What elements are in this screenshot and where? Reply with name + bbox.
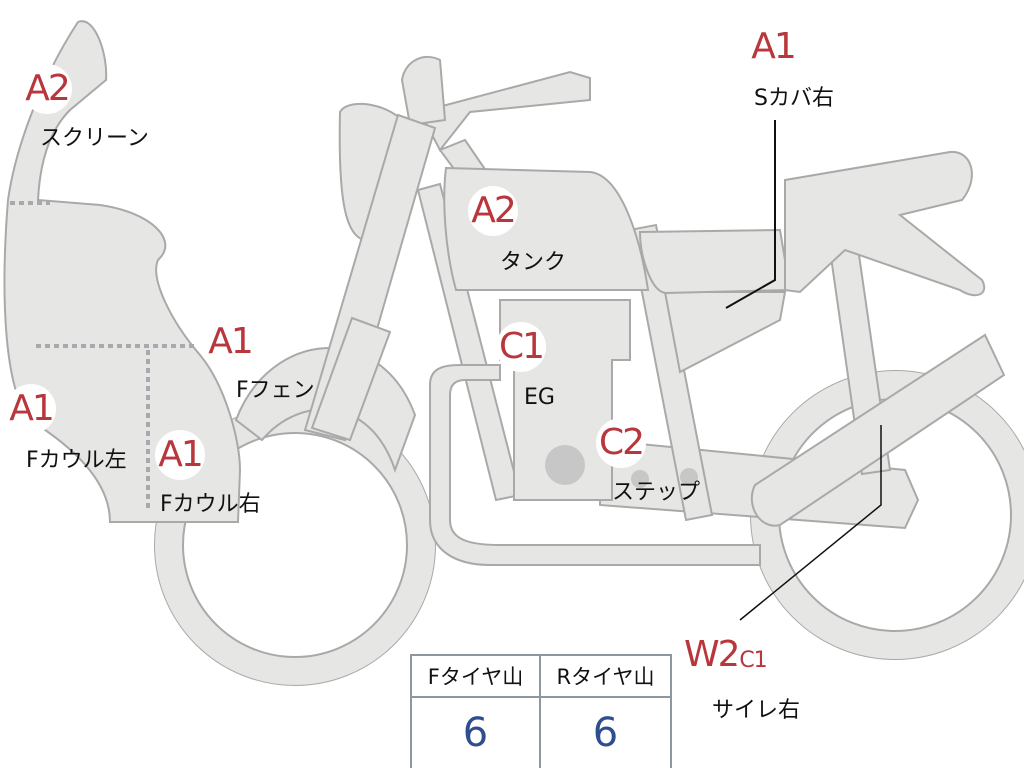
front-fender-label: Fフェン: [236, 378, 315, 403]
screen-label: スクリーン: [40, 126, 149, 151]
side-cover-right-grade: A1: [748, 22, 798, 72]
step-peg-left: [631, 470, 649, 488]
step-grade: C2: [596, 418, 646, 468]
exhaust-pipe: [429, 364, 761, 566]
side-cover: [663, 291, 787, 374]
frame-rear-rail: [628, 223, 714, 522]
fork-lower: [310, 316, 392, 442]
front-tyre-tread-value: 6: [412, 698, 541, 768]
seat-front: [638, 228, 792, 295]
front-cowl-right-grade: A1: [155, 430, 205, 480]
side-cover-right-label: Sカバ右: [754, 86, 834, 111]
front-tyre: [155, 405, 435, 685]
rear-tyre-tread-value: 6: [592, 710, 619, 756]
silencer-right-grade: W2: [684, 630, 741, 680]
engine-cover: [545, 445, 585, 485]
screen-grade: A2: [22, 64, 72, 114]
front-cowl: [3, 20, 242, 523]
handlebar: [418, 70, 591, 152]
tank-label: タンク: [500, 250, 567, 275]
front-fender-grade: A1: [205, 317, 255, 367]
leader-line-silencer: [739, 425, 882, 621]
tyre-tread-table: Fタイヤ山 Rタイヤ山 6 6: [410, 654, 672, 768]
rear-tyre-tread-header: Rタイヤ山: [541, 656, 670, 698]
front-tyre-inner: [182, 432, 408, 658]
front-cowl-right-label: Fカウル右: [160, 492, 261, 517]
front-tyre-tread-header: Fタイヤ山: [412, 656, 541, 698]
step-peg-right: [680, 468, 698, 486]
silencer: [750, 333, 1006, 527]
tank-grade: A2: [468, 186, 518, 236]
silencer-right-label: サイレ右: [712, 698, 801, 723]
seat-tail: [784, 150, 986, 297]
engine-grade: C1: [496, 322, 546, 372]
mirror: [400, 55, 447, 127]
silencer-right-grade-secondary: C1: [736, 644, 770, 678]
front-cowl-left-label: Fカウル左: [26, 448, 127, 473]
leader-line-scover: [725, 120, 776, 309]
engine-label: EG: [524, 385, 555, 410]
step-label: ステップ: [612, 480, 701, 505]
front-cowl-left-grade: A1: [6, 384, 56, 434]
